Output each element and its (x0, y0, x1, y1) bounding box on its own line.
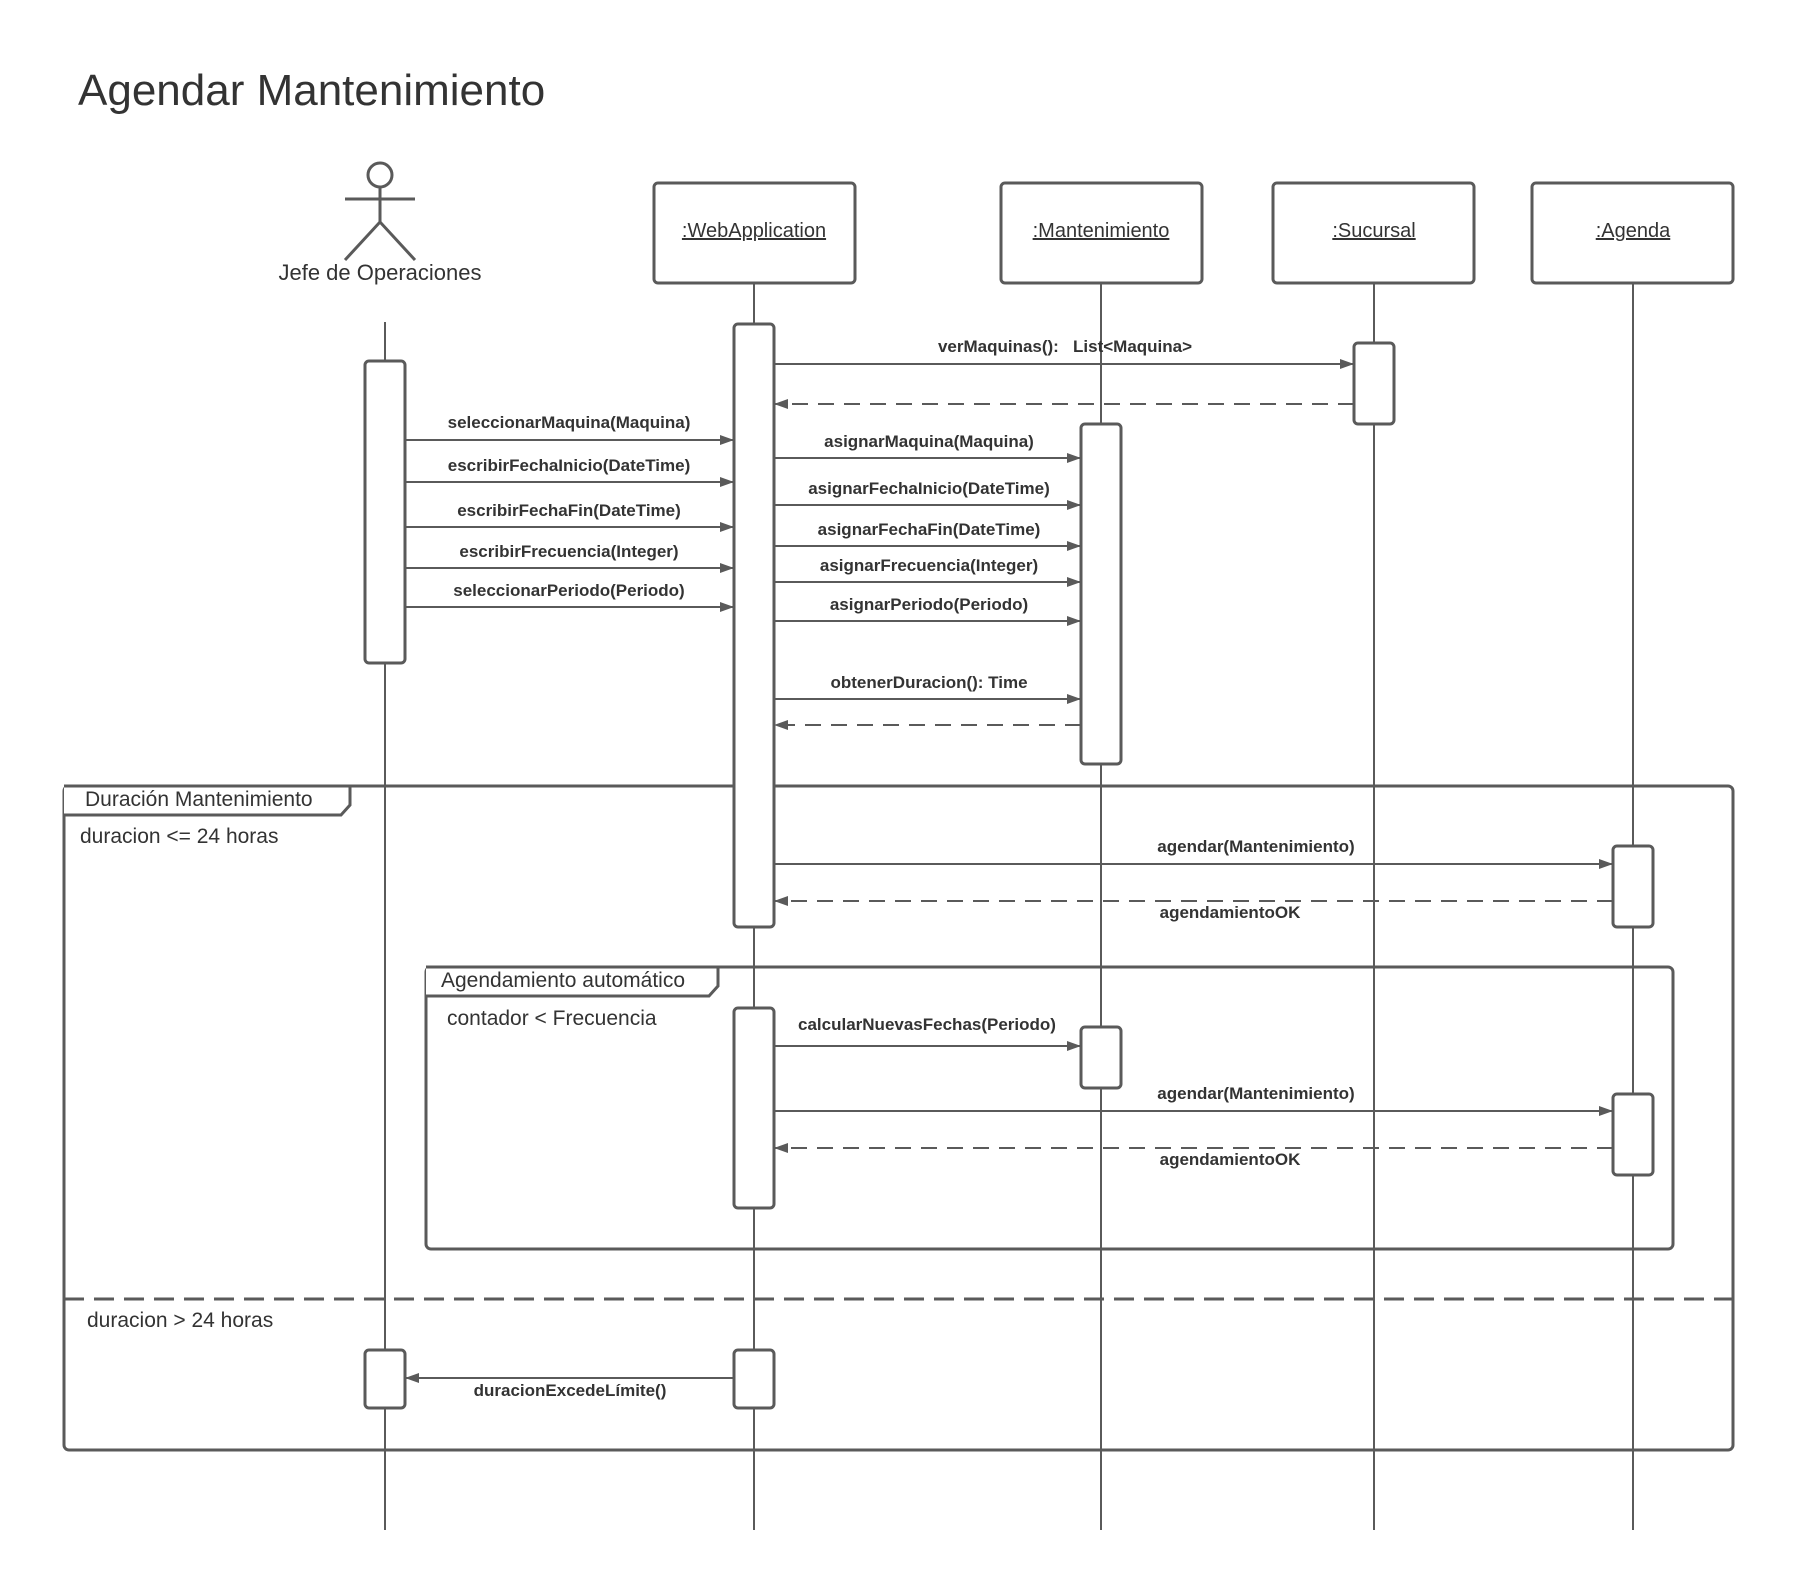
message-asignar-periodo: asignarPeriodo(Periodo) (830, 595, 1028, 614)
message-escribir-fecha-fin: escribirFechaFin(DateTime) (457, 501, 681, 520)
message-asignar-fecha-fin: asignarFechaFin(DateTime) (818, 520, 1041, 539)
diagram-title: Agendar Mantenimiento (78, 66, 545, 115)
message-obtener-duracion: obtenerDuracion(): Time (830, 673, 1027, 692)
activation-actor-1 (363, 359, 407, 665)
activation-webapp-1 (732, 322, 776, 929)
fragment-label-outer: Duración Mantenimiento (85, 788, 313, 811)
guard-contador: contador < Frecuencia (447, 1007, 657, 1030)
activation-mantenimiento-2 (1079, 1025, 1123, 1090)
guard-duracion-menor: duracion <= 24 horas (80, 825, 278, 848)
guard-duracion-mayor: duracion > 24 horas (87, 1309, 273, 1332)
message-calcular-nuevas-fechas: calcularNuevasFechas(Periodo) (798, 1015, 1056, 1034)
object-label-webapplication: :WebApplication (682, 220, 826, 242)
fragment-label-inner: Agendamiento automático (441, 969, 685, 992)
object-label-mantenimiento: :Mantenimiento (1033, 220, 1170, 242)
message-agendamiento-ok-2: agendamientoOK (1160, 1150, 1301, 1169)
message-asignar-frecuencia: asignarFrecuencia(Integer) (820, 556, 1038, 575)
object-label-agenda: :Agenda (1596, 220, 1671, 242)
activation-mantenimiento-1 (1079, 422, 1123, 766)
message-seleccionar-periodo: seleccionarPeriodo(Periodo) (453, 581, 684, 600)
activation-webapp-2 (732, 1006, 776, 1210)
activation-sucursal-1 (1352, 341, 1396, 426)
fragment-duracion-mantenimiento: Duración Mantenimiento duracion <= 24 ho… (62, 784, 1735, 1452)
activation-webapp-3 (732, 1348, 776, 1410)
message-duracion-excede-limite: duracionExcedeLímite() (474, 1381, 667, 1400)
message-seleccionar-maquina: seleccionarMaquina(Maquina) (448, 413, 691, 432)
message-asignar-maquina: asignarMaquina(Maquina) (824, 432, 1034, 451)
fragment-agendamiento-automatico: Agendamiento automático contador < Frecu… (424, 965, 1675, 1251)
object-mantenimiento: :Mantenimiento (999, 181, 1204, 285)
object-agenda: :Agenda (1530, 181, 1735, 285)
actor-head-icon (366, 161, 394, 189)
actor-label: Jefe de Operaciones (278, 260, 481, 285)
message-escribir-fecha-inicio: escribirFechaInicio(DateTime) (448, 456, 691, 475)
activation-agenda-1 (1611, 844, 1655, 929)
actor-jefe-de-operaciones: Jefe de Operaciones (278, 161, 482, 285)
activation-agenda-2 (1611, 1092, 1655, 1177)
message-agendar-1: agendar(Mantenimiento) (1157, 837, 1354, 856)
message-ver-maquinas: verMaquinas(): List<Maquina> (938, 337, 1192, 356)
object-sucursal: :Sucursal (1271, 181, 1476, 285)
message-asignar-fecha-inicio: asignarFechaInicio(DateTime) (808, 479, 1050, 498)
object-webapplication: :WebApplication (652, 181, 857, 285)
message-agendar-2: agendar(Mantenimiento) (1157, 1084, 1354, 1103)
object-label-sucursal: :Sucursal (1332, 220, 1415, 242)
message-escribir-frecuencia: escribirFrecuencia(Integer) (459, 542, 678, 561)
activation-actor-2 (363, 1348, 407, 1410)
message-agendamiento-ok-1: agendamientoOK (1160, 903, 1301, 922)
